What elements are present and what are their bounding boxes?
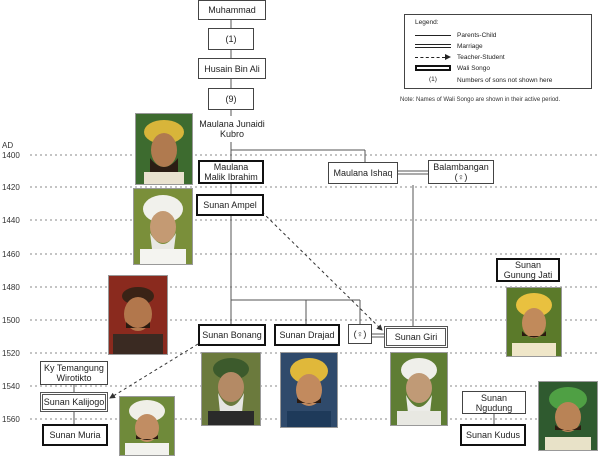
legend-label: Marriage bbox=[457, 42, 483, 50]
node-sunan-giri: Sunan Giri bbox=[384, 326, 448, 348]
year-label-1520: 1520 bbox=[2, 349, 20, 358]
node-junaidi-kubro: Maulana Junaidi Kubro bbox=[199, 119, 265, 139]
node-malik-ibrahim: Maulana Malik Ibrahim bbox=[198, 160, 264, 184]
portrait-unnamed-1 bbox=[108, 275, 168, 355]
node-sunan-bonang: Sunan Bonang bbox=[198, 324, 266, 346]
legend-row-teacher-student: Teacher-Student bbox=[415, 52, 590, 62]
node-balambangan: Balambangan (♀) bbox=[428, 160, 494, 184]
node-sunan-kudus: Sunan Kudus bbox=[460, 424, 526, 446]
dashed-arrow-swatch bbox=[415, 53, 451, 61]
portrait-muria bbox=[119, 396, 175, 456]
era-label: AD bbox=[2, 141, 14, 150]
node-female-2: (♀) bbox=[348, 324, 372, 344]
node-sunan-gunung-jati: Sunan Gunung Jati bbox=[496, 258, 560, 282]
node-gap-9: (9) bbox=[208, 88, 254, 110]
node-sunan-kalijogo: Sunan Kalijogo bbox=[40, 392, 108, 412]
node-sunan-ngudung: Sunan Ngudung bbox=[462, 391, 526, 414]
portrait-kudus bbox=[538, 381, 598, 451]
portrait-drajad bbox=[280, 352, 338, 428]
portrait-malik-ibrahim bbox=[135, 113, 193, 185]
year-label-1560: 1560 bbox=[2, 415, 20, 424]
legend-label: Parents-Child bbox=[457, 31, 497, 39]
year-label-1420: 1420 bbox=[2, 183, 20, 192]
balambangan-name: Balambangan bbox=[433, 162, 489, 172]
portrait-bonang bbox=[201, 352, 261, 426]
single-line-swatch bbox=[415, 31, 451, 39]
legend-row-wali-songo: Wali Songo bbox=[415, 63, 590, 73]
portrait-gunung-jati bbox=[506, 287, 562, 357]
portrait-ampel bbox=[133, 188, 193, 265]
number-symbol: (1) bbox=[429, 76, 437, 83]
legend-row-parents-child: Parents-Child bbox=[415, 30, 590, 40]
year-label-1440: 1440 bbox=[2, 216, 20, 225]
legend-box: Legend: Parents-Child Marriage Teacher-S… bbox=[404, 14, 592, 89]
note-text: Note: Names of Wali Songo are shown in t… bbox=[400, 97, 561, 103]
female-symbol-1: (♀) bbox=[454, 172, 468, 182]
node-sunan-muria: Sunan Muria bbox=[42, 424, 108, 446]
year-label-1500: 1500 bbox=[2, 316, 20, 325]
year-label-1400: 1400 bbox=[2, 151, 20, 160]
marriage-lines bbox=[371, 170, 430, 338]
year-label-1460: 1460 bbox=[2, 250, 20, 259]
legend-label: Numbers of sons not shown here bbox=[457, 76, 553, 84]
portrait-giri bbox=[390, 352, 448, 426]
double-line-swatch bbox=[415, 42, 451, 50]
node-ky-temangung: Ky Temangung Wirotikto bbox=[40, 361, 108, 385]
legend-label: Wali Songo bbox=[457, 64, 490, 72]
node-gap-1: (1) bbox=[208, 28, 254, 50]
node-sunan-ampel: Sunan Ampel bbox=[196, 194, 264, 216]
bold-box-swatch bbox=[415, 65, 451, 71]
parent-child-lines bbox=[73, 20, 495, 424]
node-sunan-drajad: Sunan Drajad bbox=[274, 324, 340, 346]
legend-row-marriage: Marriage bbox=[415, 41, 590, 51]
legend-title: Legend: bbox=[415, 19, 439, 26]
teacher-student-lines bbox=[109, 211, 383, 399]
legend-label: Teacher-Student bbox=[457, 53, 505, 61]
node-husain-bin-ali: Husain Bin Ali bbox=[198, 58, 266, 79]
year-label-1480: 1480 bbox=[2, 283, 20, 292]
legend-row-number-of-sons: (1) Numbers of sons not shown here bbox=[415, 75, 590, 85]
node-maulana-ishaq: Maulana Ishaq bbox=[328, 162, 398, 184]
year-label-1540: 1540 bbox=[2, 382, 20, 391]
node-muhammad: Muhammad bbox=[198, 0, 266, 20]
